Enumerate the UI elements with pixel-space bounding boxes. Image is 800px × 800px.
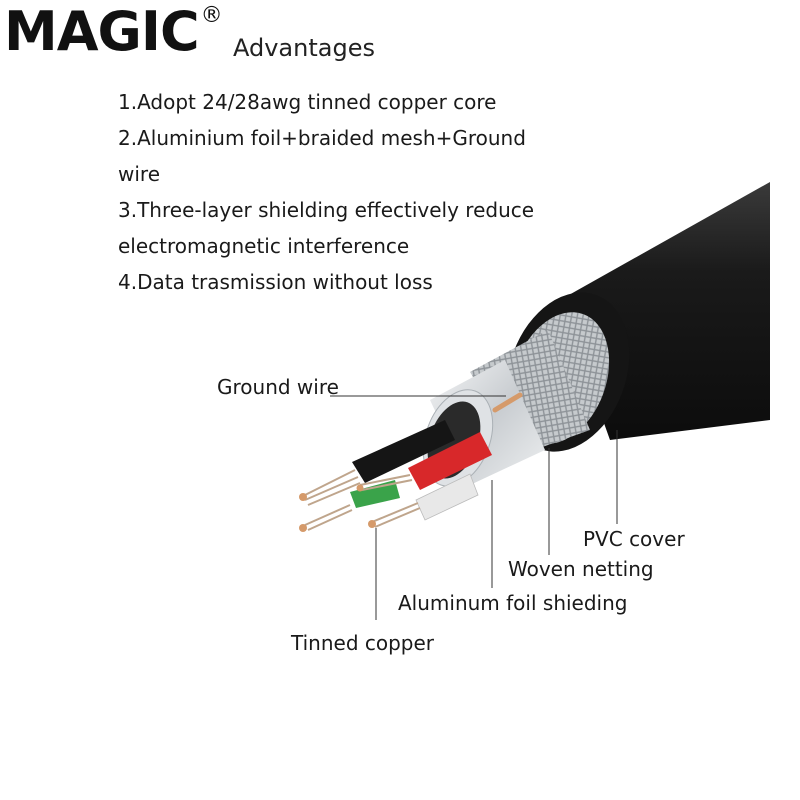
brand-logo-text: MAGIC: [4, 0, 200, 63]
advantage-item-4: 4.Data trasmission without loss: [118, 270, 433, 294]
red-wire: [408, 432, 492, 490]
copper-tips: [299, 484, 376, 532]
callout-woven-netting: Woven netting: [508, 557, 654, 581]
advantage-item-3: 3.Three-layer shielding effectively redu…: [118, 198, 535, 258]
copper-strands: [304, 469, 421, 531]
callout-tinned-copper: Tinned copper: [291, 631, 435, 655]
black-wire: [352, 420, 455, 483]
advantage-item-1: 1.Adopt 24/28awg tinned copper core: [118, 90, 497, 114]
white-wire: [415, 473, 479, 521]
leader-lines: [330, 395, 618, 620]
callout-pvc-cover: PVC cover: [583, 527, 685, 551]
green-wire: [350, 480, 400, 508]
advantages-list: 1.Adopt 24/28awg tinned copper core 2.Al…: [118, 84, 558, 300]
callout-aluminum-foil: Aluminum foil shieding: [398, 591, 628, 615]
woven-braid: [470, 312, 610, 455]
ground-wire-copper: [492, 392, 523, 413]
inner-wires: [350, 392, 523, 521]
callout-ground-wire: Ground wire: [217, 375, 339, 399]
advantage-item-2: 2.Aluminium foil+braided mesh+Ground wir…: [118, 126, 526, 186]
brand-logo: MAGIC®: [4, 0, 223, 74]
advantages-title: Advantages: [233, 34, 375, 62]
registered-mark: ®: [200, 3, 223, 28]
